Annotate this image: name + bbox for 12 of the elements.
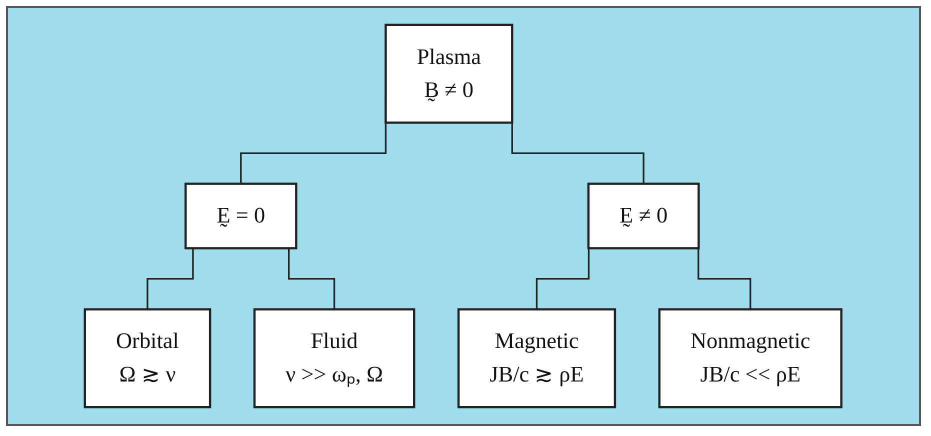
node-box	[84, 308, 212, 408]
node-box	[458, 308, 616, 408]
node-box	[588, 182, 700, 250]
diagram-panel: Plasma B̰ ≠ 0 Ḛ = 0 Ḛ ≠ 0 Orbital Ω ≳ ν Fluid ν >> ωₚ, Ω Magnetic JB/c ≳ ρE Nonmagnetic JB/c << ρE	[6, 6, 921, 426]
node-box	[184, 182, 298, 250]
node-box	[658, 308, 843, 408]
node-box	[384, 24, 514, 124]
connector	[147, 248, 194, 310]
connector	[288, 248, 336, 310]
connector	[536, 248, 590, 310]
node-box	[254, 308, 416, 408]
connector	[698, 248, 752, 310]
